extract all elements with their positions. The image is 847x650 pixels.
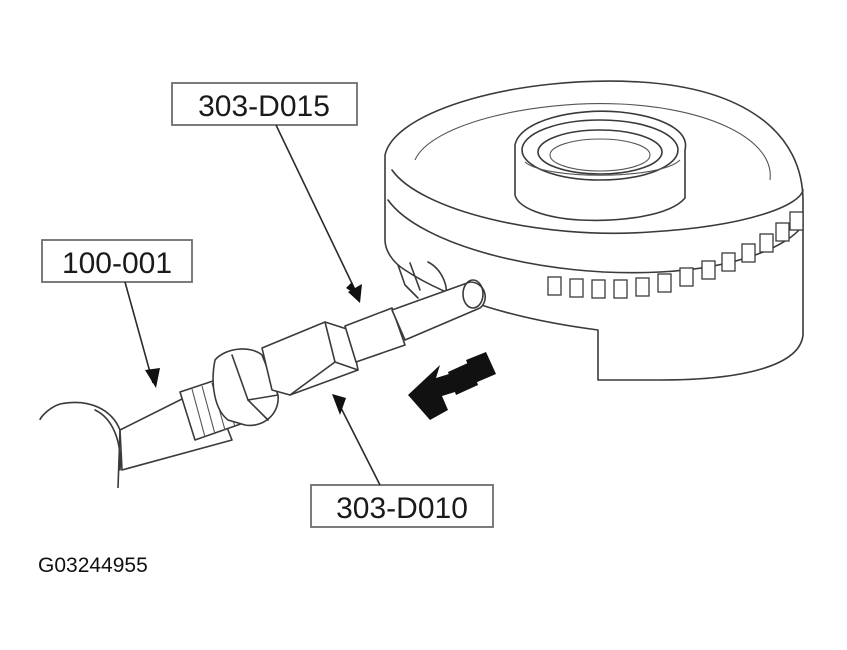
ring-component [384, 80, 804, 381]
ring-tooth [789, 211, 804, 231]
ring-tooth [613, 279, 628, 299]
callout-100-001: 100-001 [41, 239, 193, 388]
ring-tooth [741, 243, 756, 263]
figure-reference-number: G03244955 [38, 554, 148, 577]
callout-100-001-label: 100-001 [62, 247, 172, 280]
ring-tooth [721, 252, 736, 272]
ring-tooth [775, 222, 790, 242]
ring-tooth [569, 278, 584, 298]
tool-assembly [39, 279, 486, 489]
ring-tooth [701, 260, 716, 280]
ring-tooth [635, 277, 650, 297]
ring-tooth [657, 273, 672, 293]
callout-303-d010: 303-D010 [310, 394, 494, 528]
ring-tooth [759, 233, 774, 253]
callout-303-d015-label: 303-D015 [198, 90, 330, 123]
callout-303-d010-label: 303-D010 [336, 492, 468, 525]
ring-teeth [547, 211, 804, 299]
ring-tooth [679, 267, 694, 287]
callout-303-d015: 303-D015 [171, 82, 362, 303]
direction-arrow [408, 352, 496, 420]
ring-tooth [591, 279, 606, 299]
ring-tooth [547, 276, 562, 296]
